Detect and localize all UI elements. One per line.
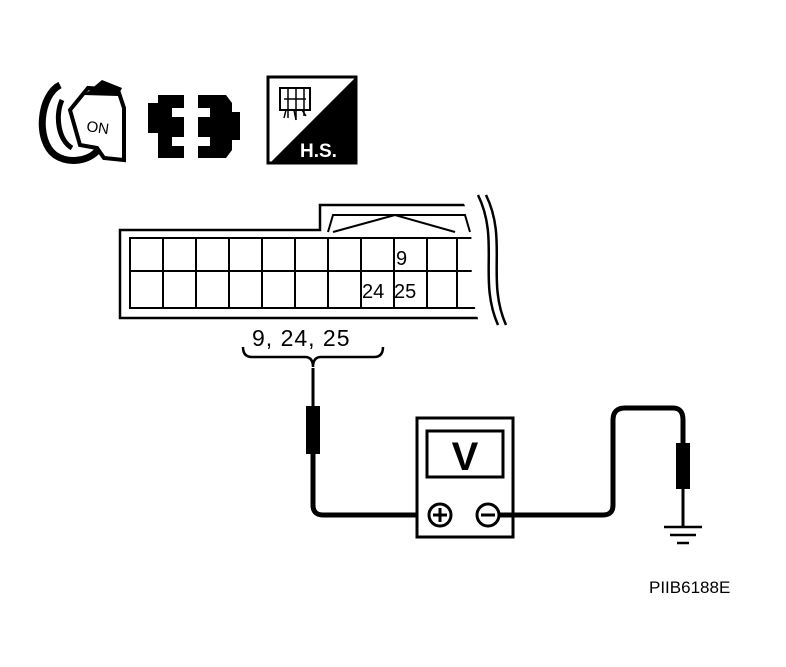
- figure-code: PIIB6188E: [649, 578, 730, 597]
- pin-9-label: 9: [396, 248, 407, 270]
- connector-face: 9 24 25: [118, 191, 508, 329]
- probe-terminal-label: 9, 24, 25: [252, 325, 351, 351]
- voltmeter: V: [415, 416, 515, 539]
- ignition-key-icon: ON: [38, 80, 126, 164]
- harness-side-label: H.S.: [300, 141, 337, 162]
- probe-terminal-group: 9, 24, 25: [241, 325, 385, 368]
- voltmeter-display-label: V: [452, 435, 479, 479]
- connector-cavities: [162, 238, 458, 308]
- disconnected-connector-icon: [148, 95, 240, 158]
- negative-terminal-icon: [475, 502, 501, 528]
- negative-probe: [500, 405, 690, 527]
- harness-side-icon: H.S.: [266, 75, 358, 165]
- ignition-on-label: ON: [85, 118, 110, 138]
- pin-25-label: 25: [394, 281, 416, 303]
- positive-terminal-icon: [427, 502, 453, 528]
- ground-icon: [664, 525, 702, 545]
- positive-probe: [306, 368, 428, 518]
- pin-24-label: 24: [362, 281, 384, 303]
